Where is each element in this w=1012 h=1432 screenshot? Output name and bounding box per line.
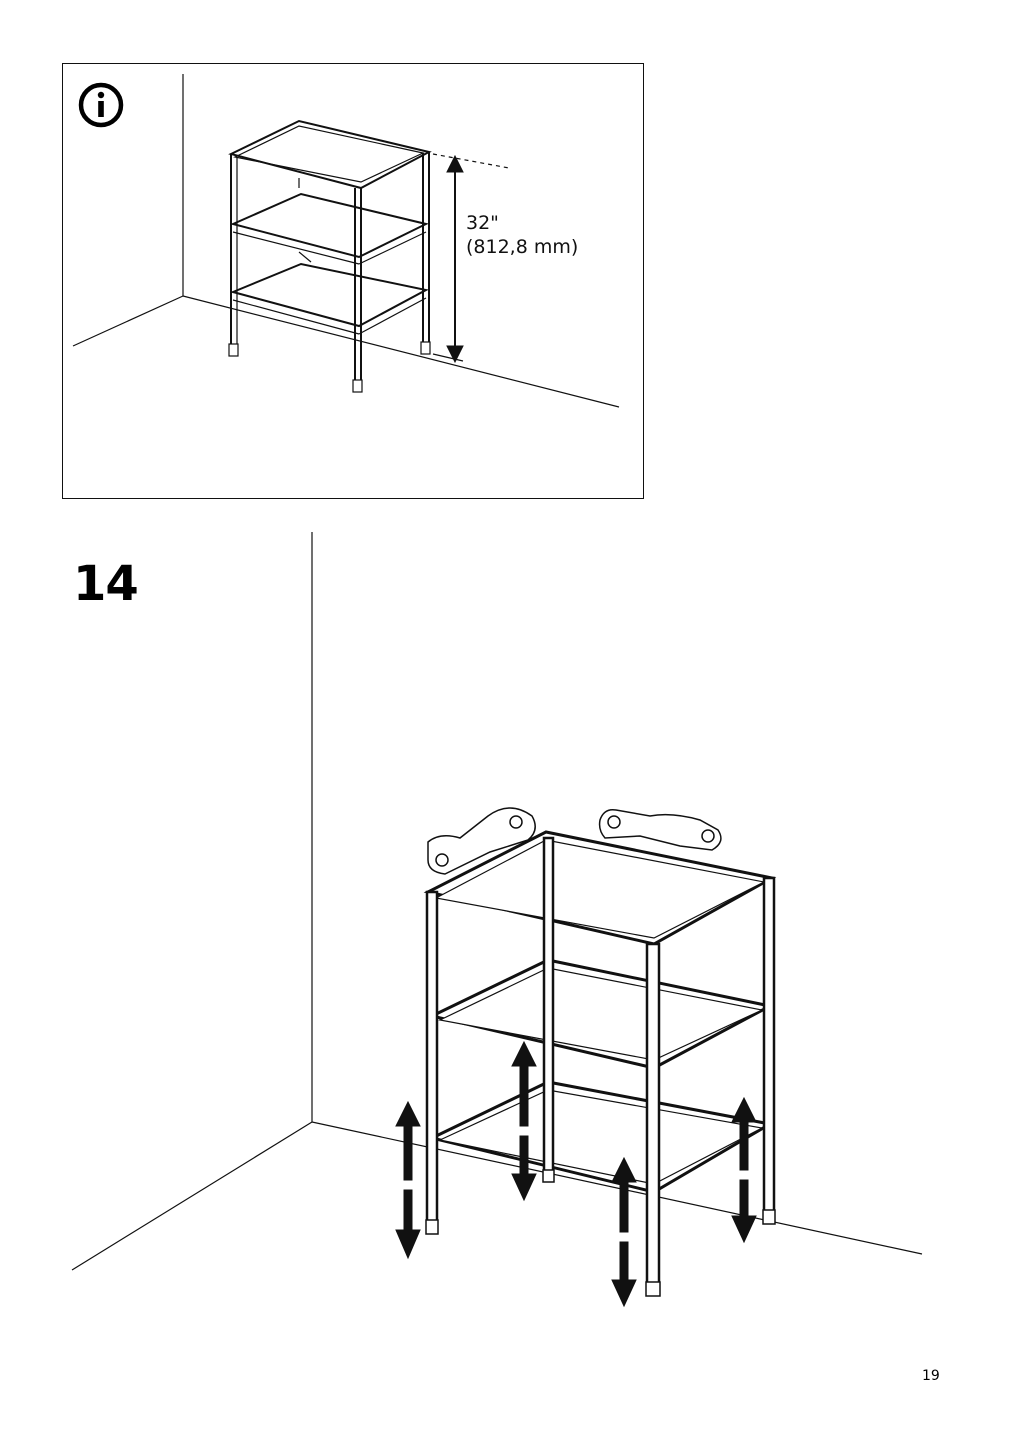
page-number: 19	[922, 1368, 940, 1384]
measurement-metric: (812,8 mm)	[466, 236, 579, 258]
height-measurement: 32" (812,8 mm)	[466, 211, 578, 259]
measurement-imperial: 32"	[466, 212, 499, 234]
shelf-legs-adjust-illustration	[71, 532, 923, 1308]
info-box: 32" (812,8 mm)	[62, 63, 644, 499]
wall-height-illustration	[72, 74, 620, 408]
step-number: 14	[73, 556, 139, 612]
info-circle-icon	[78, 82, 124, 128]
